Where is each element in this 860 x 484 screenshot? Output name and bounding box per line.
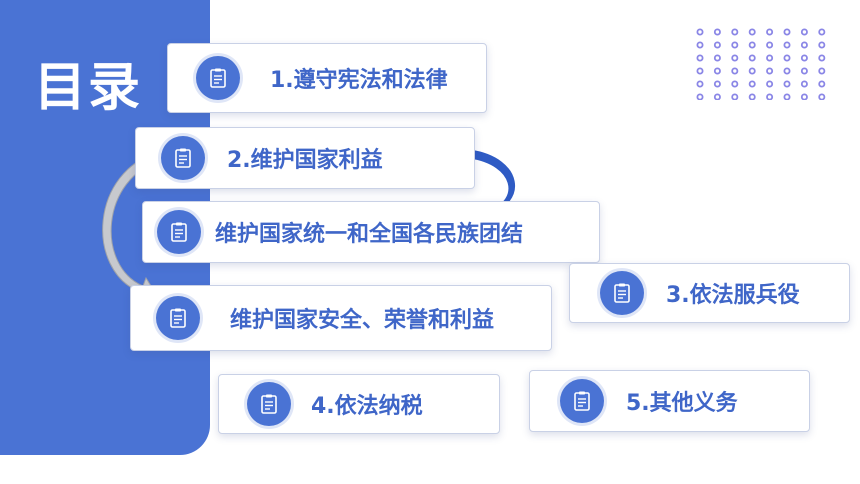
- decorative-dot: [713, 67, 721, 75]
- decorative-dot: [713, 80, 721, 88]
- page-title: 目录: [34, 58, 143, 118]
- decorative-dot: [766, 67, 774, 75]
- decorative-dot: [818, 41, 826, 49]
- decorative-dot: [748, 28, 756, 36]
- decorative-dot: [766, 93, 774, 100]
- decorative-dot: [731, 67, 739, 75]
- toc-item-label: 维护国家安全、荣誉和利益: [230, 308, 495, 333]
- clipboard-icon: [156, 296, 200, 340]
- decorative-dot: [748, 67, 756, 75]
- toc-subitem-1[interactable]: 维护国家统一和全国各民族团结: [142, 201, 600, 263]
- decorative-dot: [783, 41, 791, 49]
- decorative-dot: [783, 67, 791, 75]
- decorative-dot: [818, 54, 826, 62]
- toc-item-label: 维护国家统一和全国各民族团结: [215, 222, 524, 247]
- decorative-dot: [696, 54, 704, 62]
- decorative-dot: [800, 28, 808, 36]
- toc-subitem-2[interactable]: 维护国家安全、荣誉和利益: [130, 285, 552, 351]
- toc-item-label: 2.维护国家利益: [227, 148, 383, 173]
- decorative-dot-grid: [696, 28, 826, 100]
- decorative-dot: [818, 28, 826, 36]
- clipboard-icon: [247, 382, 291, 426]
- toc-item-2[interactable]: 2.维护国家利益: [135, 127, 475, 189]
- toc-item-5[interactable]: 5.其他义务: [529, 370, 810, 432]
- decorative-dot: [766, 41, 774, 49]
- decorative-dot: [713, 41, 721, 49]
- toc-item-3[interactable]: 3.依法服兵役: [569, 263, 850, 323]
- decorative-dot: [800, 54, 808, 62]
- decorative-dot: [696, 28, 704, 36]
- decorative-dot: [800, 93, 808, 100]
- decorative-dot: [696, 93, 704, 100]
- decorative-dot: [783, 80, 791, 88]
- toc-item-label: 4.依法纳税: [311, 394, 423, 419]
- decorative-dot: [800, 80, 808, 88]
- decorative-dot: [818, 67, 826, 75]
- toc-item-4[interactable]: 4.依法纳税: [218, 374, 500, 434]
- decorative-dot: [783, 28, 791, 36]
- toc-item-1[interactable]: 1.遵守宪法和法律: [167, 43, 487, 113]
- clipboard-icon: [161, 136, 205, 180]
- decorative-dot: [818, 93, 826, 100]
- decorative-dot: [748, 41, 756, 49]
- toc-item-label: 1.遵守宪法和法律: [270, 68, 448, 93]
- decorative-dot: [783, 93, 791, 100]
- decorative-dot: [696, 67, 704, 75]
- decorative-dot: [818, 80, 826, 88]
- toc-item-label: 3.依法服兵役: [666, 283, 800, 308]
- decorative-dot: [748, 93, 756, 100]
- clipboard-icon: [600, 271, 644, 315]
- decorative-dot: [731, 54, 739, 62]
- toc-item-label: 5.其他义务: [626, 391, 738, 416]
- decorative-dot: [800, 67, 808, 75]
- decorative-dot: [766, 80, 774, 88]
- decorative-dot: [748, 54, 756, 62]
- decorative-dot: [748, 80, 756, 88]
- decorative-dot: [731, 93, 739, 100]
- decorative-dot: [696, 41, 704, 49]
- clipboard-icon: [196, 56, 240, 100]
- decorative-dot: [713, 28, 721, 36]
- decorative-dot: [783, 54, 791, 62]
- decorative-dot: [696, 80, 704, 88]
- decorative-dot: [766, 28, 774, 36]
- decorative-dot: [800, 41, 808, 49]
- decorative-dot: [766, 54, 774, 62]
- decorative-dot: [713, 54, 721, 62]
- decorative-dot: [731, 80, 739, 88]
- decorative-dot: [731, 28, 739, 36]
- clipboard-icon: [157, 210, 201, 254]
- clipboard-icon: [560, 379, 604, 423]
- decorative-dot: [731, 41, 739, 49]
- decorative-dot: [713, 93, 721, 100]
